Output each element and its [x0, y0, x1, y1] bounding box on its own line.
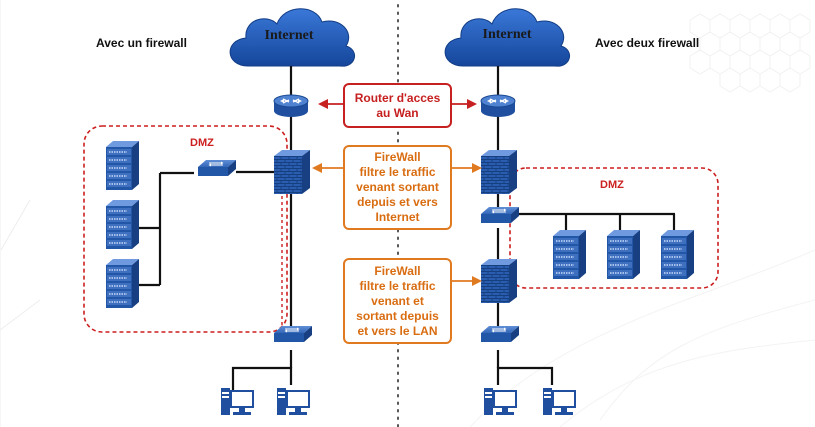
- dmz-zone-right: [509, 167, 719, 289]
- dmz-switch-icon: [480, 206, 520, 224]
- dmz-label-right: DMZ: [600, 179, 624, 191]
- server-icon: [552, 229, 587, 280]
- router-icon: [480, 94, 516, 118]
- links-right: [496, 66, 676, 385]
- heading-one-firewall: Avec un firewall: [96, 36, 187, 50]
- workstation-icon: [221, 388, 254, 415]
- internet-cloud-icon: Internet: [229, 8, 355, 67]
- lan-switch-icon: [480, 325, 520, 343]
- workstation-icon: [277, 388, 310, 415]
- internet-label: Internet: [265, 28, 314, 43]
- firewall-icon: [481, 150, 517, 194]
- dmz-switch-icon: [197, 159, 237, 177]
- firewall-lan-callout: FireWall filtre le traffic venant et sor…: [343, 258, 452, 344]
- links-left: [135, 66, 293, 390]
- workstation-icon: [543, 388, 576, 415]
- workstation-icon: [484, 388, 517, 415]
- internet-cloud-icon: Internet: [444, 8, 570, 67]
- server-icon: [105, 199, 140, 250]
- callout-arrows: [312, 99, 482, 286]
- dmz-zone-left: [83, 125, 288, 333]
- router-callout: Router d'acces au Wan: [343, 83, 452, 128]
- server-icon: [660, 229, 695, 280]
- firewall-internet-callout: FireWall filtre le traffic venant sortan…: [343, 145, 452, 230]
- server-icon: [105, 258, 140, 309]
- heading-two-firewalls: Avec deux firewall: [595, 36, 700, 50]
- server-icon: [606, 229, 641, 280]
- firewall-icon: [274, 150, 310, 194]
- lan-switch-icon: [273, 325, 313, 343]
- server-icon: [105, 140, 140, 191]
- firewall-icon: [481, 259, 517, 303]
- dmz-label-left: DMZ: [190, 137, 214, 149]
- internet-label: Internet: [483, 27, 532, 42]
- router-icon: [273, 94, 309, 118]
